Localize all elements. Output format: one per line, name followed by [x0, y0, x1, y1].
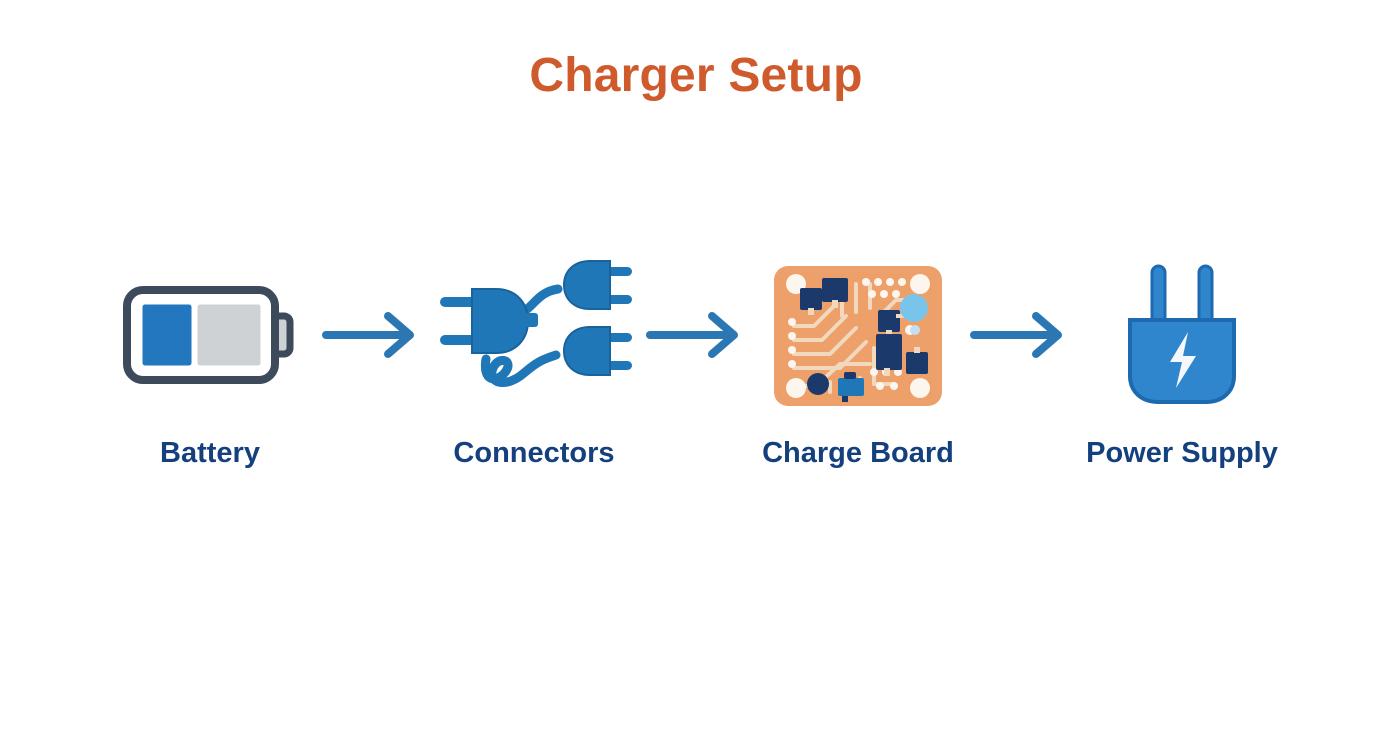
arrow-connectors-to-charge-board-icon: [646, 312, 738, 358]
arrow-battery-to-connectors-icon: [322, 312, 414, 358]
board-connector-block: [838, 378, 864, 396]
board-capacitor: [900, 294, 928, 322]
board-component-cap-block: [876, 334, 902, 370]
board-hole-top-right: [910, 274, 930, 294]
flow-node-power-supply[interactable]: Power Supply: [1078, 255, 1286, 470]
flow-node-label-charge-board: Charge Board: [762, 437, 954, 469]
connectors-icon-slot: [434, 255, 634, 415]
page-title: Charger Setup: [529, 49, 863, 102]
power-supply-prong-left: [1150, 264, 1167, 326]
flow-node-label-power-supply: Power Supply: [1086, 437, 1278, 469]
board-component-ic-1: [822, 278, 848, 302]
lightning-bolt-icon: [1170, 332, 1196, 388]
power-supply-icon-slot: [1082, 255, 1282, 415]
arrow-slot-1: [314, 255, 430, 415]
power-supply-prong-right: [1197, 264, 1214, 326]
flow-row: Battery: [0, 255, 1392, 505]
charge-board-icon-slot: [758, 255, 958, 415]
arrow-slot-3: [962, 255, 1078, 415]
board-hole-bottom-left: [786, 378, 806, 398]
connector-plug-upper-right: [562, 260, 632, 310]
battery-icon-slot: [110, 255, 310, 415]
connector-plug-left: [440, 288, 538, 354]
flow-node-label-connectors: Connectors: [453, 437, 615, 469]
battery-icon: [123, 286, 294, 384]
power-supply-icon: [1128, 264, 1236, 404]
flow-node-label-battery: Battery: [160, 437, 260, 469]
charge-board-icon: [774, 266, 942, 406]
connectors-icon: [440, 260, 632, 387]
arrow-charge-board-to-power-supply-icon: [970, 312, 1062, 358]
connector-plug-lower-right: [562, 326, 632, 376]
board-component-ic-2: [800, 288, 822, 310]
board-component-ic-3: [878, 310, 900, 332]
board-hole-bottom-right: [910, 378, 930, 398]
board-component-round: [807, 373, 829, 395]
board-component-ic-4: [906, 352, 928, 374]
flow-node-charge-board[interactable]: Charge Board: [754, 255, 962, 470]
arrow-slot-2: [638, 255, 754, 415]
flow-node-connectors[interactable]: Connectors: [430, 255, 638, 470]
flow-node-battery[interactable]: Battery: [106, 255, 314, 470]
